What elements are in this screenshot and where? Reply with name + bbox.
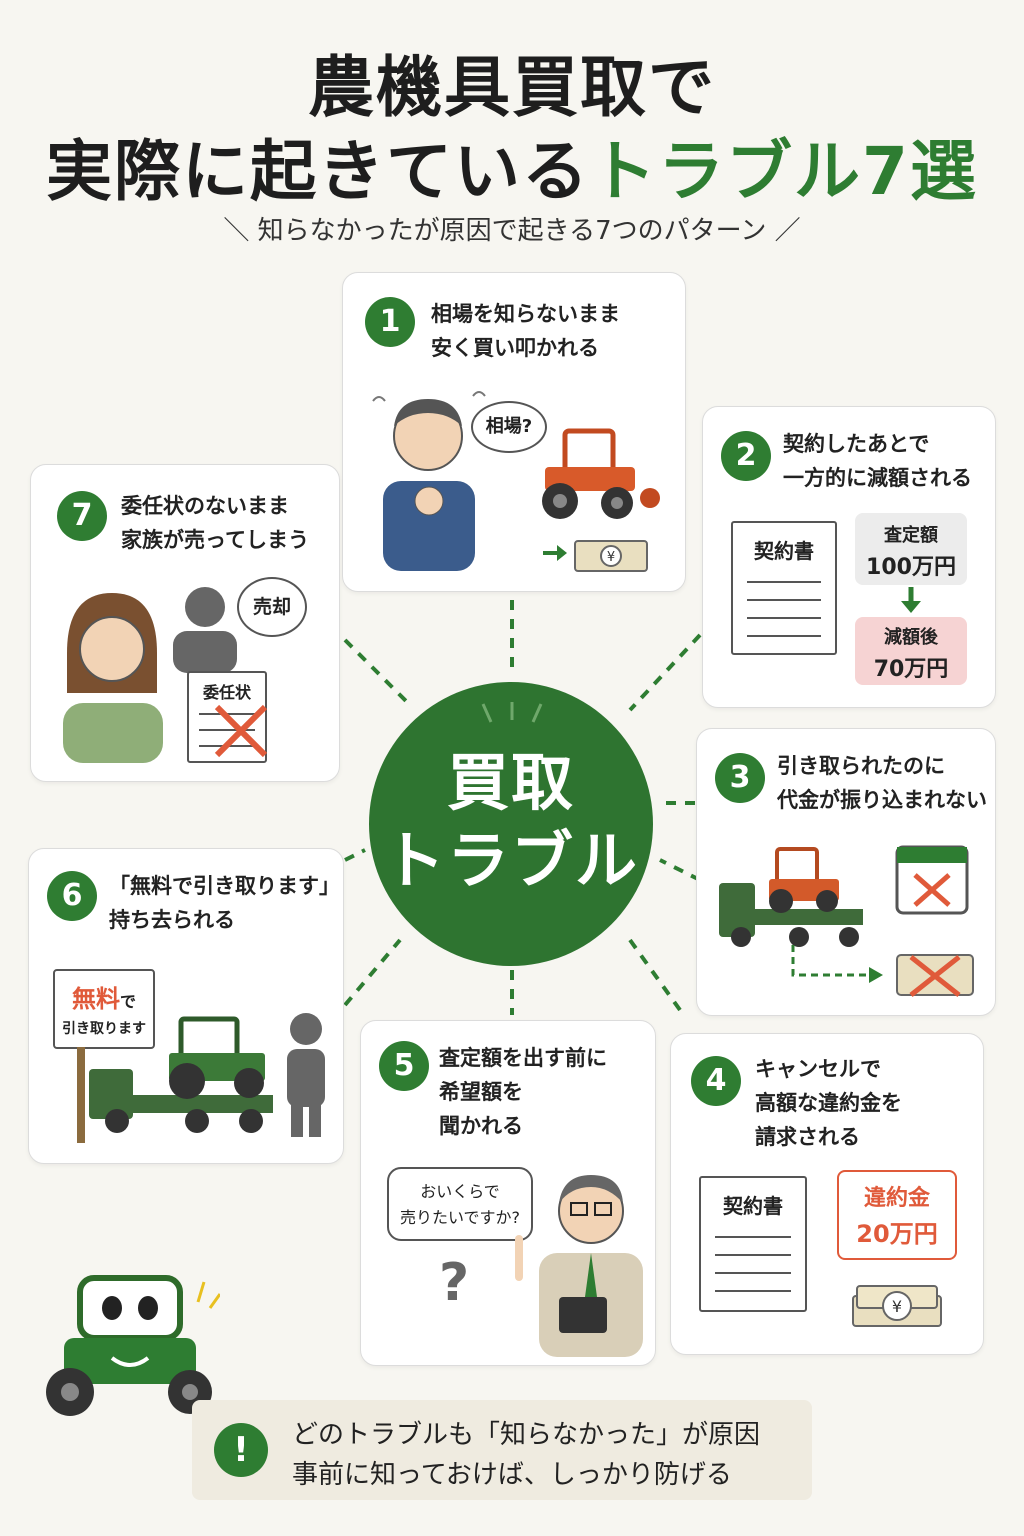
svg-text:¥: ¥ (607, 550, 615, 565)
free-pickup-sign: 無料で 引き取ります (53, 969, 155, 1049)
center-line1: 買取 (446, 746, 575, 819)
card-2-text: 契約したあとで一方的に減額される (783, 432, 972, 490)
card-4-number: 4 (691, 1056, 741, 1106)
card-7-number: 7 (57, 491, 107, 541)
money-icon: ¥ (543, 540, 648, 572)
card-7-text: 委任状のないまま家族が売ってしまう (121, 494, 309, 552)
card-5: 5 査定額を出す前に希望額を聞かれる おいくらで売りたいですか? ? (360, 1020, 656, 1366)
thinking-farmer-icon (372, 391, 486, 571)
card-3-number: 3 (715, 753, 765, 803)
card-1-number: 1 (365, 297, 415, 347)
silhouette-icon (287, 1013, 325, 1137)
bottom-line1: どのトラブルも「知らなかった」が原因 (292, 1420, 761, 1450)
title-green: トラブル7選 (590, 133, 978, 210)
card-2-number: 2 (721, 431, 771, 481)
bottom-line2: 事前に知っておけば、しっかり防げる (292, 1460, 732, 1490)
assessed-value-box: 査定額 100万円 (855, 513, 967, 585)
woman-icon (63, 593, 163, 763)
center-circle: 買取 トラブル (369, 682, 653, 966)
card-1-text: 相場を知らないまま安く買い叩かれる (431, 302, 620, 360)
calendar-icon (895, 845, 969, 915)
card-6-number: 6 (47, 871, 97, 921)
cross-mark-icon (214, 704, 268, 758)
sparkle-icon (481, 702, 543, 723)
sign-post (77, 1047, 85, 1143)
exclamation-icon: ! (214, 1423, 268, 1477)
card-6-text: 「無料で引き取ります」と持ち去られる (109, 874, 344, 932)
money-crossed-icon (791, 945, 974, 997)
question-mark-icon: ? (439, 1253, 470, 1313)
card-5-text: 査定額を出す前に希望額を聞かれる (439, 1046, 607, 1138)
card-2-contract-doc: 契約書 (731, 521, 837, 655)
arrow-down-icon (901, 587, 921, 613)
page-title-line2: 実際に起きているトラブル7選 (0, 118, 1024, 214)
title-black: 実際に起きている (46, 133, 591, 210)
card-6: 6 「無料で引き取ります」と持ち去られる 無料で 引き取ります (28, 848, 344, 1164)
card-1-bubble: 相場? (471, 401, 547, 453)
card-7: 7 委任状のないまま家族が売ってしまう 売却 委任状 (30, 464, 340, 782)
card-4-contract-doc: 契約書 (699, 1176, 807, 1312)
svg-text:¥: ¥ (892, 1297, 902, 1316)
tractor-icon (542, 428, 660, 519)
card-2: 2 契約したあとで一方的に減額される 契約書 査定額 100万円 減額後 70万… (702, 406, 996, 708)
card-7-bubble: 売却 (237, 577, 307, 637)
family-silhouette-icon (173, 587, 237, 673)
card-1: 1 相場を知らないまま安く買い叩かれる 相場? ¥ (342, 272, 686, 592)
reduced-value-box: 減額後 70万円 (855, 617, 967, 685)
card-4-text: キャンセルで高額な違約金を請求される (755, 1057, 902, 1149)
truck-icon (719, 847, 863, 947)
money-stack-icon: ¥ (852, 1285, 942, 1327)
penalty-box: 違約金 20万円 (837, 1170, 957, 1260)
card-3: 3 引き取られたのに代金が振り込まれない (696, 728, 996, 1016)
card-4: 4 キャンセルで高額な違約金を請求される 契約書 違約金 20万円 ¥ (670, 1033, 984, 1355)
card-5-speech-bubble: おいくらで売りたいですか? (387, 1167, 533, 1241)
businessman-icon (515, 1175, 643, 1357)
card-3-text: 引き取られたのに代金が振り込まれない (777, 754, 987, 812)
center-line2: トラブル (382, 824, 639, 897)
page-title-line1: 農機具買取で (308, 49, 716, 126)
card-5-number: 5 (379, 1041, 429, 1091)
truck-with-tractor-icon (89, 1016, 273, 1133)
bottom-note: ! どのトラブルも「知らなかった」が原因 事前に知っておけば、しっかり防げる (192, 1400, 812, 1500)
subtitle: ＼ 知らなかったが原因で起きる7つのパターン ／ (223, 216, 801, 246)
